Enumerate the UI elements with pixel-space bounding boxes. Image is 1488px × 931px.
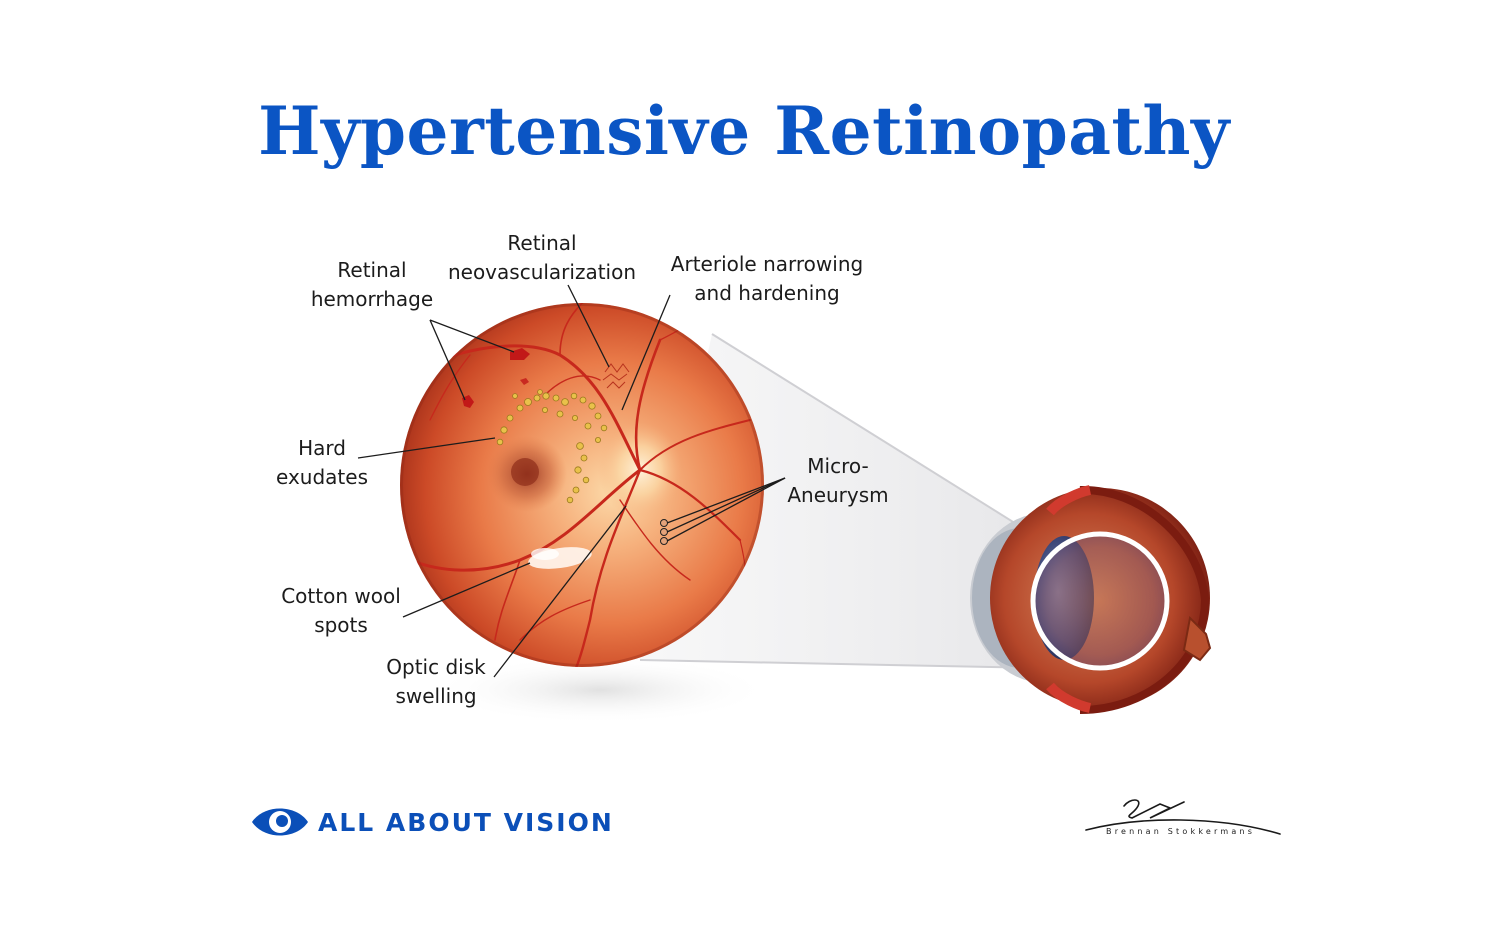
- leader-cotton-wool: [402, 562, 531, 618]
- label-retinal-neovascularization: Retinal neovascularization: [447, 231, 637, 284]
- cone-edge-bottom: [639, 659, 1043, 669]
- brand-logo: ALL ABOUT VISION: [252, 800, 614, 844]
- leader-hemorrhage-b: [429, 319, 466, 401]
- label-retinal-hemorrhage: Retinal hemorrhage: [310, 258, 434, 311]
- leader-neovascularization: [567, 284, 610, 368]
- leader-hemorrhage-a: [429, 319, 515, 353]
- eye-logo-icon: [252, 808, 308, 836]
- leader-optic-disk: [493, 505, 627, 678]
- micro-aneurysms: [660, 519, 668, 545]
- retina-shadow: [430, 656, 770, 724]
- label-hard-exudates: Hard exudates: [276, 436, 368, 489]
- artist-signature: [1085, 799, 1281, 835]
- artist-name: Brennan Stokkermans: [1106, 827, 1256, 836]
- leader-aneurysm-b: [666, 477, 786, 533]
- label-arteriole-narrowing: Arteriole narrowing and hardening: [670, 252, 864, 305]
- hemorrhage-3: [520, 378, 529, 385]
- label-cotton-wool-spots: Cotton wool spots: [281, 584, 401, 637]
- optic-nerve: [1182, 615, 1212, 662]
- label-micro-aneurysm: Micro- Aneurysm: [787, 454, 889, 507]
- eyeball-cross-section: [970, 485, 1212, 714]
- page-title: Hypertensive Retinopathy: [258, 92, 1230, 170]
- leader-exudates: [357, 437, 496, 459]
- brand-name: ALL ABOUT VISION: [318, 807, 614, 837]
- hard-exudates: [496, 389, 608, 504]
- magnified-area-ring: [1030, 531, 1170, 671]
- leader-arteriole: [621, 294, 671, 411]
- leader-aneurysm-a: [666, 477, 786, 524]
- hemorrhage-2: [462, 395, 474, 408]
- label-optic-disk-swelling: Optic disk swelling: [386, 655, 486, 708]
- retina-fundus: [400, 303, 764, 667]
- hemorrhage-1: [510, 348, 530, 360]
- leader-aneurysm-c: [666, 477, 786, 542]
- leader-lines: [357, 284, 786, 678]
- cone-edge-top: [711, 333, 1043, 541]
